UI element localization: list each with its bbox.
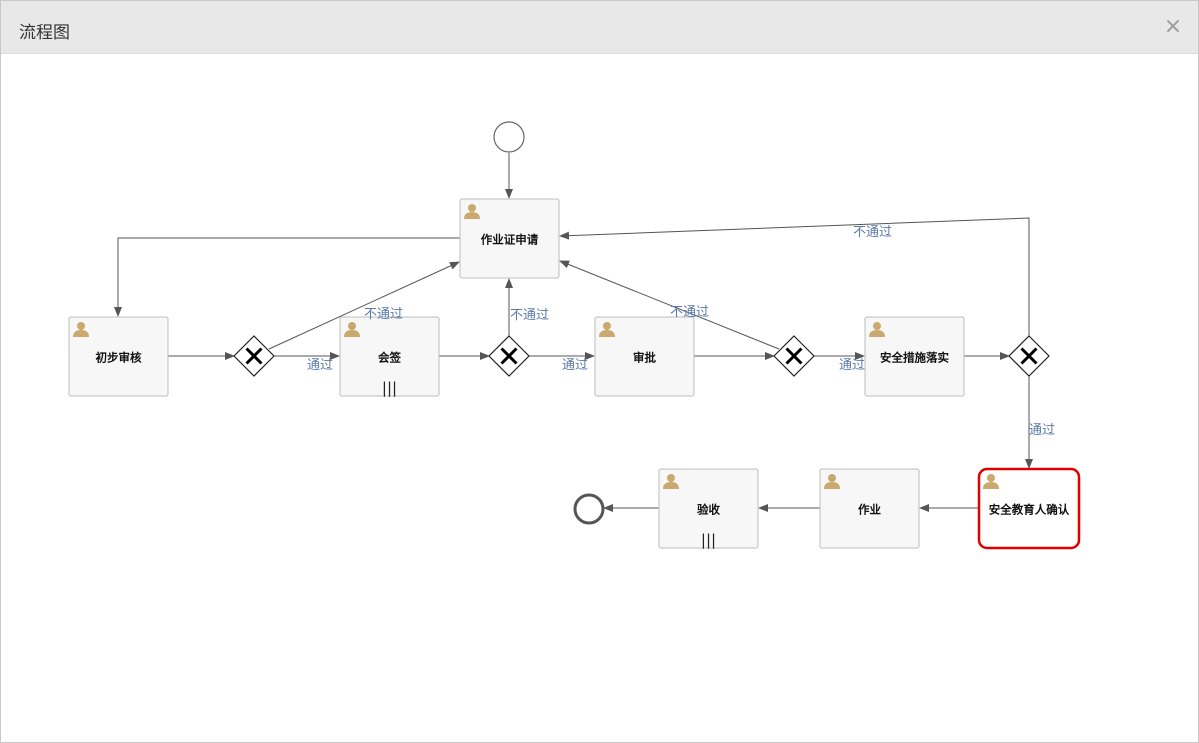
task-safety[interactable]: 安全措施落实 bbox=[864, 316, 965, 397]
task-label: 会签 bbox=[377, 351, 401, 365]
exclusive-gateway-g4[interactable] bbox=[1008, 335, 1050, 377]
task-label: 作业证申请 bbox=[481, 233, 539, 247]
task-label: 安全措施落实 bbox=[880, 351, 949, 365]
task-label: 初步审核 bbox=[96, 351, 142, 365]
user-icon bbox=[599, 322, 615, 337]
exclusive-gateway-g2[interactable] bbox=[488, 335, 530, 377]
sequence-flow-2 bbox=[114, 237, 460, 317]
task-approve[interactable]: 审批 bbox=[594, 316, 695, 397]
user-icon bbox=[344, 322, 360, 337]
task-initial[interactable]: 初步审核 bbox=[68, 316, 169, 397]
dialog-title: 流程图 bbox=[19, 23, 70, 43]
sequence-flow-5 bbox=[268, 261, 460, 350]
user-icon bbox=[464, 204, 480, 219]
user-icon bbox=[824, 474, 840, 489]
task-countersign[interactable]: 会签 ||| bbox=[339, 316, 440, 397]
flow-label-reject: 不通过 bbox=[670, 305, 709, 320]
flow-label-reject: 不通过 bbox=[510, 308, 549, 323]
task-label: 安全教育人确认 bbox=[989, 503, 1070, 517]
task-label: 作业 bbox=[858, 503, 881, 517]
task-training[interactable]: 安全教育人确认 bbox=[977, 467, 1081, 550]
user-icon bbox=[663, 474, 679, 489]
flow-label-reject: 不通过 bbox=[364, 307, 403, 322]
flow-label-pass: 通过 bbox=[562, 358, 588, 373]
exclusive-gateway-g1[interactable] bbox=[233, 335, 275, 377]
dialog-header: 流程图 × bbox=[1, 1, 1198, 54]
user-icon bbox=[983, 474, 999, 489]
task-apply[interactable]: 作业证申请 bbox=[459, 198, 560, 279]
task-label: 验收 bbox=[697, 503, 720, 517]
task-accept[interactable]: 验收 ||| bbox=[658, 468, 759, 549]
user-icon bbox=[869, 322, 885, 337]
flow-label-pass: 通过 bbox=[307, 358, 333, 373]
task-work[interactable]: 作业 bbox=[819, 468, 920, 549]
sequence-flow-10 bbox=[559, 260, 780, 350]
sequence-flow-13 bbox=[559, 217, 1030, 336]
multi-instance-marker: ||| bbox=[701, 531, 716, 549]
flow-label-pass: 通过 bbox=[1029, 423, 1055, 438]
end-event[interactable] bbox=[573, 493, 605, 525]
task-label: 审批 bbox=[633, 351, 656, 365]
exclusive-gateway-g3[interactable] bbox=[773, 335, 815, 377]
start-event[interactable] bbox=[493, 121, 525, 153]
close-icon[interactable]: × bbox=[1163, 14, 1183, 39]
multi-instance-marker: ||| bbox=[382, 379, 397, 397]
flow-label-reject: 不通过 bbox=[853, 225, 892, 240]
user-icon bbox=[73, 322, 89, 337]
flow-label-pass: 通过 bbox=[839, 358, 865, 373]
